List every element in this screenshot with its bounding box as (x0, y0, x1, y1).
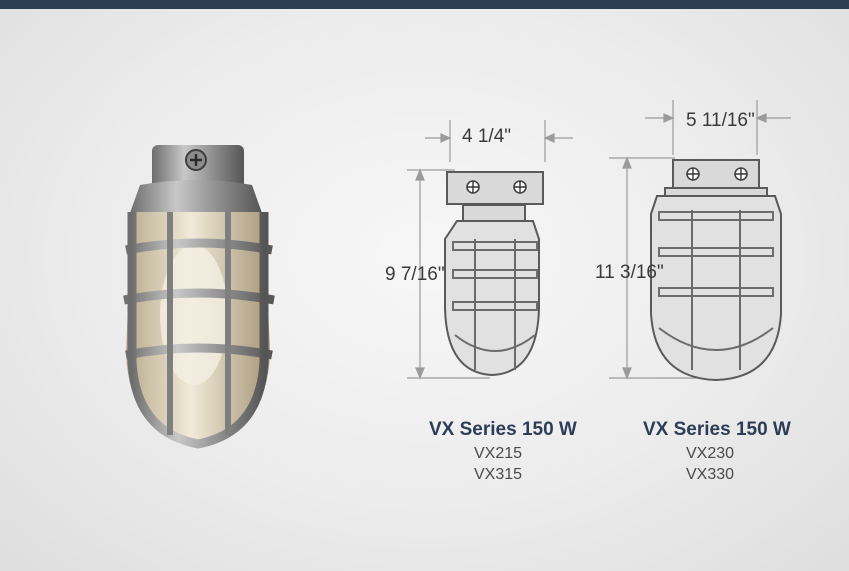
top-bar (0, 0, 849, 9)
small-width-label: 4 1/4" (462, 126, 512, 147)
small-model-2: VX315 (474, 466, 523, 483)
small-model-1: VX215 (474, 445, 523, 462)
large-height-label: 11 3/16" (595, 262, 664, 283)
large-model-2: VX330 (686, 466, 735, 483)
fixture-large-drawing (609, 100, 791, 382)
large-model-1: VX230 (686, 445, 735, 462)
vapor-tight-fixture-photo-icon (123, 145, 275, 449)
small-series-title: VX Series 150 W (429, 419, 577, 440)
large-width-label: 5 11/16" (686, 110, 755, 131)
fixture-small-drawing (407, 120, 573, 380)
small-height-label: 9 7/16" (385, 264, 445, 285)
large-series-title: VX Series 150 W (643, 419, 791, 440)
